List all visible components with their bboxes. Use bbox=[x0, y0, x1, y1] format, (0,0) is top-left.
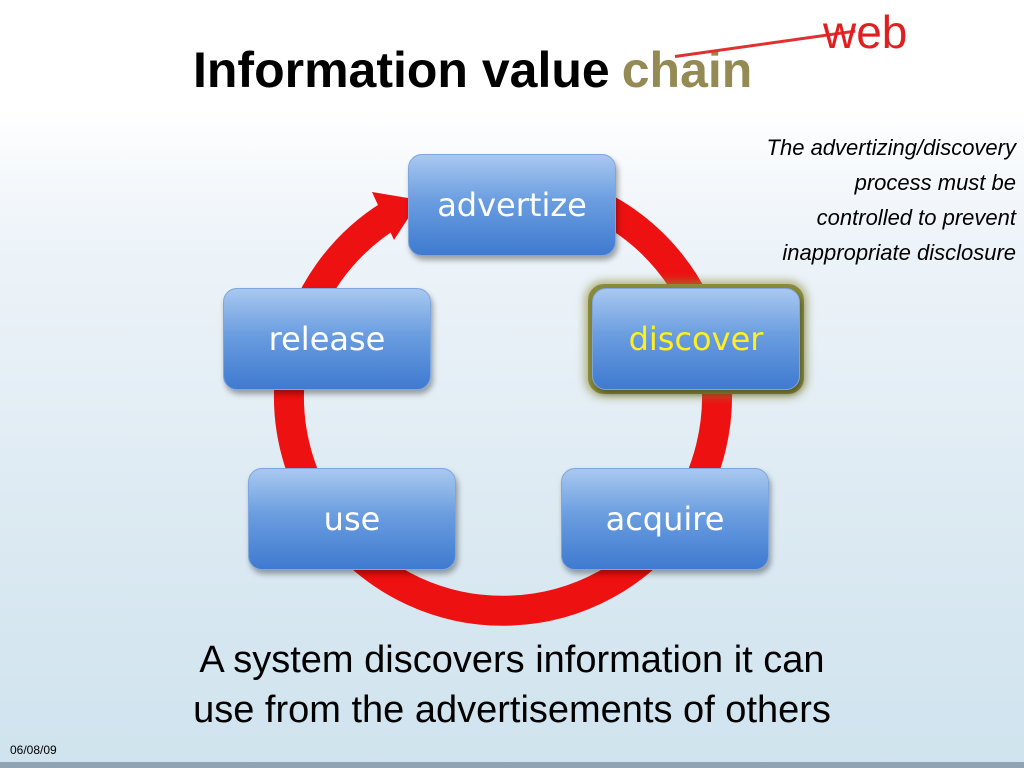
note-line: controlled to prevent bbox=[816, 205, 1016, 230]
note-line: process must be bbox=[854, 170, 1016, 195]
slide-caption: A system discovers information it can us… bbox=[0, 635, 1024, 735]
node-discover: discover bbox=[592, 288, 800, 390]
node-use: use bbox=[248, 468, 456, 570]
footer-bar bbox=[0, 762, 1024, 768]
note-line: inappropriate disclosure bbox=[782, 240, 1016, 265]
caption-line: A system discovers information it can bbox=[199, 639, 825, 681]
note-line: The advertizing/discovery bbox=[766, 135, 1016, 160]
caption-line: use from the advertisements of others bbox=[193, 689, 831, 731]
side-note: The advertizing/discovery process must b… bbox=[676, 130, 1016, 270]
replacement-word: web bbox=[823, 6, 908, 58]
node-advertize: advertize bbox=[408, 154, 616, 256]
node-acquire: acquire bbox=[561, 468, 769, 570]
slide-date: 06/08/09 bbox=[10, 743, 57, 757]
struck-word: chain bbox=[621, 42, 753, 98]
title-main: Information value bbox=[193, 42, 610, 98]
node-release: release bbox=[223, 288, 431, 390]
